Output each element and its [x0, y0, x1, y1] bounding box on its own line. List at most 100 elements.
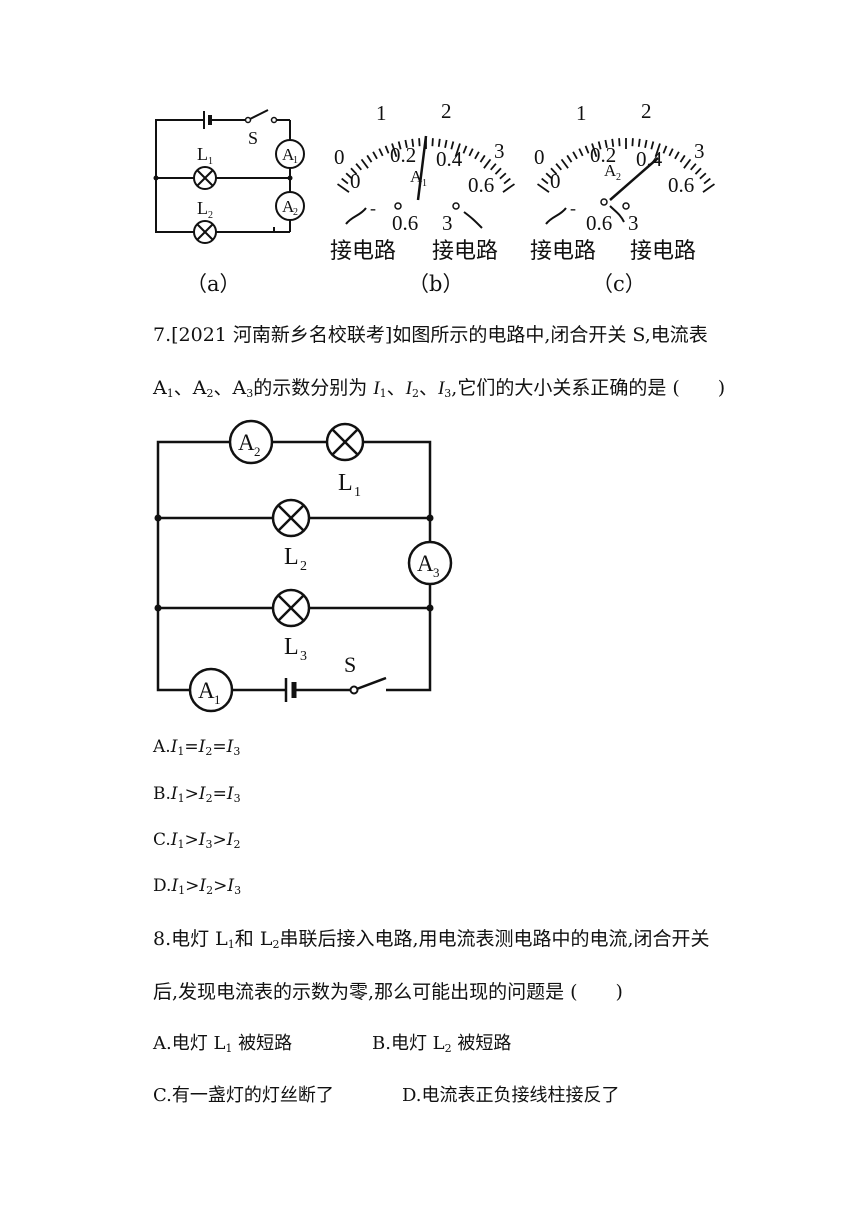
- dial-tick: [566, 154, 573, 163]
- scale-zero-outer: 0: [334, 145, 345, 169]
- dial-tick: [345, 172, 353, 180]
- wire-right: [609, 205, 625, 223]
- q8-option-d[interactable]: D.电流表正负接线柱接反了: [402, 1085, 620, 1106]
- dial-tick: [378, 148, 384, 157]
- dial-tick: [397, 141, 402, 150]
- scale-top-1: 1: [576, 101, 587, 125]
- svg-text:2: 2: [300, 559, 307, 574]
- svg-text:2: 2: [293, 207, 298, 218]
- q7-option-c[interactable]: C.I1>I3>I2: [153, 830, 241, 851]
- q7-option-d[interactable]: D.I1>I2>I3: [153, 876, 242, 897]
- dial-tick: [468, 148, 474, 157]
- dial-tick: [541, 177, 549, 185]
- dial-tick: [703, 177, 711, 185]
- dial-tick: [555, 163, 562, 171]
- l3-text: L: [284, 634, 299, 660]
- q7-stem-line2: A1、A2、A3的示数分别为 I1、I2、I3,它们的大小关系正确的是 ( ): [153, 377, 726, 400]
- svg-text:1: 1: [293, 155, 298, 166]
- q8-option-a[interactable]: A.电灯 L1 被短路: [153, 1033, 293, 1055]
- dial-tick: [437, 138, 441, 147]
- meter-a1-text: A: [282, 145, 295, 164]
- ammeter-a1-icon: [275, 139, 305, 169]
- dial-tick: [690, 163, 697, 171]
- scale-top-3: 3: [694, 139, 705, 163]
- dial-tick: [404, 139, 408, 149]
- dial-tick: [462, 145, 468, 154]
- dial-tick: [372, 151, 378, 160]
- q8-stem-line2: 后,发现电流表的示数为零,那么可能出现的问题是 ( ): [153, 981, 623, 1003]
- dial-tick: [350, 167, 358, 175]
- terminal-3-post: [452, 202, 460, 210]
- scale-bottom-06: 0.6: [468, 173, 494, 197]
- a1-text: A: [198, 678, 215, 703]
- ammeter-a2-icon: [228, 419, 274, 465]
- needle: [609, 157, 659, 201]
- ammeter-a2-icon: [275, 191, 305, 221]
- dial-tick: [550, 167, 558, 175]
- q7-option-a[interactable]: A.I1=I2=I3: [153, 737, 241, 758]
- dial-tick: [662, 145, 668, 154]
- figure-c-ammeter-dial: 1 2 3 0 0 0.2 0.4 0.6 A 2 - 0.6 3 接电路 接电…: [530, 99, 715, 264]
- terminal-3: 3: [442, 211, 453, 235]
- terminal-3: 3: [628, 211, 639, 235]
- dial-tick: [578, 148, 584, 157]
- terminal-06-post: [600, 198, 608, 206]
- dial-tick: [360, 158, 369, 169]
- dial-tick: [591, 143, 598, 158]
- dial-tick: [637, 138, 641, 147]
- svg-text:1: 1: [214, 692, 221, 707]
- lamp-l1-text: L: [197, 144, 208, 164]
- lamp-l1-icon: [325, 422, 365, 462]
- q7-option-b[interactable]: B.I1>I2=I3: [153, 784, 241, 805]
- scale-top-1: 1: [376, 101, 387, 125]
- dial-tick: [694, 167, 702, 175]
- dial-tick: [494, 167, 502, 175]
- dial-tick: [355, 163, 362, 171]
- scale-top-2: 2: [441, 99, 452, 123]
- dial-tick: [384, 145, 390, 154]
- connect-right-text: 接电路: [432, 239, 498, 264]
- scale-top-3: 3: [494, 139, 505, 163]
- dial-tick: [654, 143, 661, 158]
- lamp-l1-icon: [193, 166, 217, 190]
- wire-left: [345, 207, 367, 225]
- terminal-06: 0.6: [586, 211, 612, 235]
- needle: [416, 135, 428, 201]
- svg-text:1: 1: [208, 156, 213, 167]
- dial-tick: [631, 138, 634, 147]
- svg-text:3: 3: [300, 649, 307, 664]
- scale-zero-outer: 0: [534, 145, 545, 169]
- dial-tick: [604, 139, 608, 149]
- switch-pivot: [349, 685, 359, 695]
- figure-c-caption: （c）: [592, 272, 646, 296]
- dial-tick: [702, 183, 715, 193]
- dial-tick: [479, 154, 486, 163]
- q8-option-b[interactable]: B.电灯 L2 被短路: [372, 1033, 512, 1055]
- scale-bottom-04: 0.4: [436, 147, 463, 171]
- connect-left-text: 接电路: [530, 239, 596, 264]
- terminal-06-post: [394, 202, 402, 210]
- dial-tick: [683, 158, 692, 169]
- terminal-3-post: [622, 202, 630, 210]
- dial-tick: [572, 151, 578, 160]
- lamp-l2-icon: [271, 498, 311, 538]
- meter-a2-text: A: [282, 197, 295, 216]
- dial-tick: [431, 138, 434, 147]
- dial-tick: [418, 138, 421, 147]
- svg-text:3: 3: [433, 565, 440, 580]
- dial-tick: [668, 148, 674, 157]
- scale-top-2: 2: [641, 99, 652, 123]
- switch-s-text: S: [344, 652, 356, 677]
- dial-tick: [597, 141, 602, 150]
- scale-bottom-06: 0.6: [668, 173, 694, 197]
- dial-tick: [699, 172, 707, 180]
- dial-tick: [411, 138, 415, 147]
- dial-tick: [391, 143, 398, 158]
- svg-text:2: 2: [208, 210, 213, 221]
- dial-tick: [450, 141, 455, 150]
- dial-tick: [618, 138, 621, 147]
- terminal-06: 0.6: [392, 211, 418, 235]
- scale-zero-inner: 0: [350, 169, 361, 193]
- q8-option-c[interactable]: C.有一盏灯的灯丝断了: [153, 1085, 334, 1106]
- dial-tick: [674, 151, 680, 160]
